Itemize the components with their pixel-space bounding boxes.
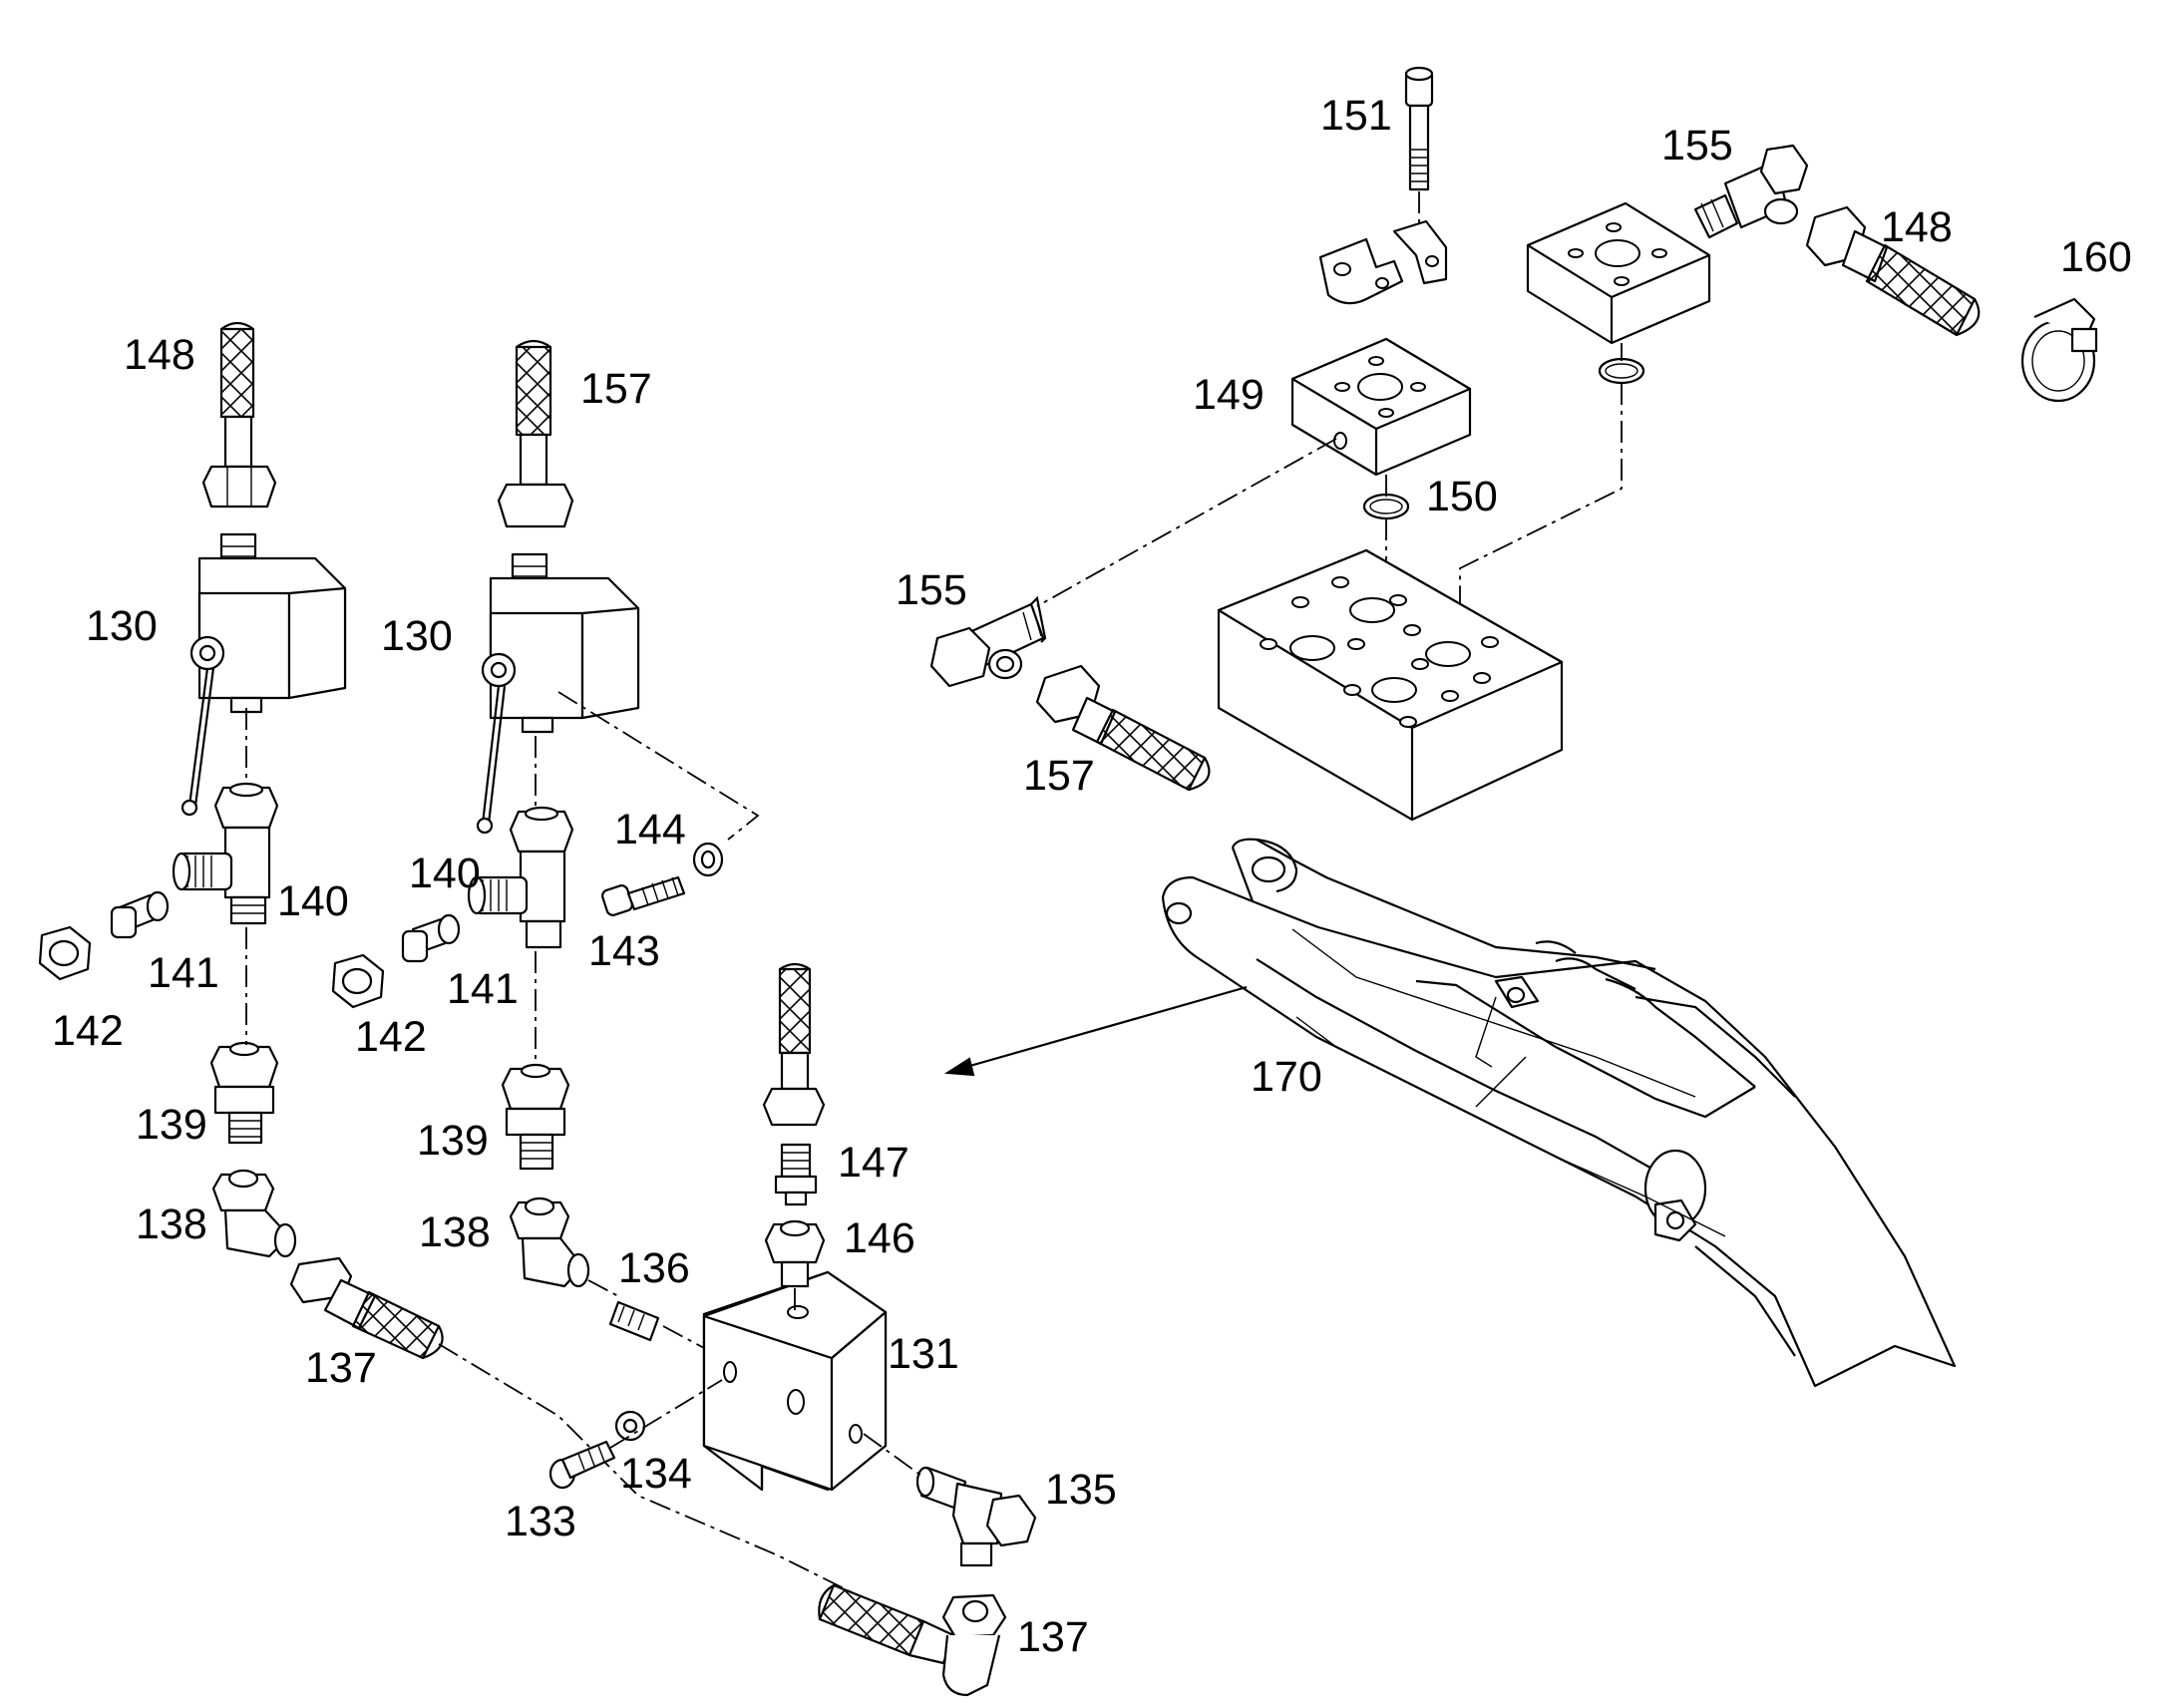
callout-157-right: 157 [1023,752,1095,800]
callout-labels: 148 157 130 130 140 140 141 141 142 142 … [52,92,2132,1661]
callout-160: 160 [2060,233,2132,281]
callout-140-right: 140 [409,850,481,897]
callout-137-bottom: 137 [1017,1613,1089,1661]
callout-130-left: 130 [86,602,158,650]
fitting-139-right [501,1063,570,1171]
tee-fitting-140-right [467,806,574,949]
fitting-136 [608,1300,660,1342]
callout-140-left: 140 [277,877,349,925]
fitting-139-left [209,1041,279,1145]
callout-148-right: 148 [1881,203,1953,251]
callout-142-left: 142 [52,1007,124,1055]
callout-131: 131 [888,1330,959,1378]
plug-141-right [401,913,461,963]
callout-139-right: 139 [417,1117,489,1165]
tee-fitting-140-left [172,782,279,925]
callout-134: 134 [620,1450,692,1498]
callout-136: 136 [618,1244,690,1292]
screw-143 [601,875,686,916]
callout-143: 143 [588,927,660,975]
ball-valve-130-right [476,552,640,835]
flange-plate-149 [1290,337,1472,477]
washer-134 [614,1410,646,1442]
callout-138-left: 138 [136,1200,207,1248]
callout-141-right: 141 [447,965,519,1013]
callout-141-left: 141 [148,949,219,997]
o-ring-150 [1362,493,1410,520]
hose-above-block [762,962,826,1127]
hose-148-right [1805,205,1981,337]
callout-146: 146 [844,1214,915,1262]
screw-151 [1404,66,1434,191]
callout-133: 133 [505,1498,576,1545]
callout-138-right: 138 [419,1208,491,1256]
callout-155-left: 155 [896,566,967,614]
o-ring-upper [1598,357,1645,385]
callout-147: 147 [838,1139,909,1187]
ball-valve-130-left [181,532,347,817]
hose-137-left [289,1256,444,1360]
adapter-147 [774,1143,818,1206]
nut-142-right [331,953,385,1009]
hose-148-left [201,321,277,509]
callout-170: 170 [1251,1053,1322,1101]
callout-151: 151 [1320,92,1392,140]
valve-block-large [1217,548,1564,822]
clamp-halves [1318,219,1448,305]
screw-133 [548,1440,616,1490]
elbow-155-top [1693,144,1809,239]
callout-142-right: 142 [355,1013,427,1061]
callout-144: 144 [614,806,686,854]
tee-155-left [929,595,1047,688]
callout-148-left: 148 [124,331,195,379]
callout-149: 149 [1193,371,1265,419]
plug-141-left [110,890,170,939]
fitting-146 [764,1219,826,1288]
nut-142-left [38,925,92,981]
leader-arrow-170 [943,985,1248,1077]
callout-137-left: 137 [305,1344,377,1392]
washer-144 [692,842,724,877]
callout-130-right: 130 [381,612,453,660]
hose-clamp-160 [2020,297,2098,403]
callout-139-left: 139 [136,1101,207,1149]
hose-157-right [1035,664,1211,792]
elbow-138-left [211,1169,297,1258]
hose-137-bottom [818,1583,1007,1697]
elbow-135 [915,1466,1037,1567]
callout-150: 150 [1426,473,1498,520]
boom-arm-170 [1161,838,1957,1388]
hose-157-left [497,339,574,528]
flange-plate-upper [1526,201,1711,345]
elbow-138-right [509,1196,590,1288]
callout-135: 135 [1045,1466,1117,1514]
callout-155-top: 155 [1661,122,1733,170]
callout-157-left: 157 [580,365,652,413]
manifold-block-131 [702,1270,888,1492]
